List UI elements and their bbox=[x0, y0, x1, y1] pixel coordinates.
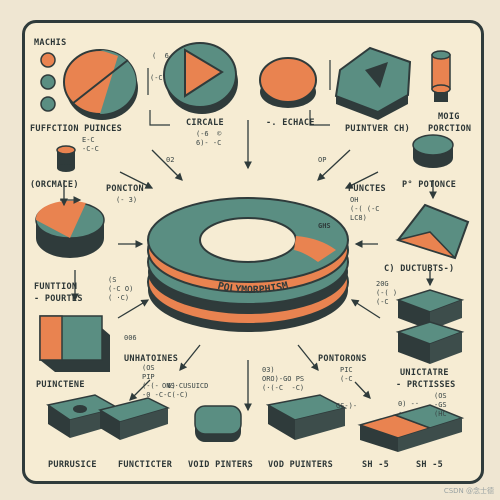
triangle-circle-shape bbox=[163, 42, 238, 114]
note-6: 20G (-( ) (-C bbox=[376, 280, 398, 306]
note-9: 03) ORO)-GO PS (·(-C -C) bbox=[262, 366, 305, 392]
cylinder-shape bbox=[431, 50, 451, 102]
prism-shape bbox=[395, 203, 470, 260]
dome-shape bbox=[259, 57, 317, 108]
flat-block-shape bbox=[265, 394, 348, 440]
note-1: (-6 © 6)- -C bbox=[196, 130, 222, 147]
ring-title-bottom: POLYMORPHISM bbox=[216, 280, 289, 296]
note-13: OH (-( (-C LC8) bbox=[350, 196, 380, 222]
label-orcmace: (ORCMACE) bbox=[30, 180, 79, 190]
label-sh-2: SH -5 bbox=[416, 460, 444, 470]
rounded-block-shape bbox=[194, 405, 242, 442]
brick-shape bbox=[98, 397, 171, 440]
label-unictatre: UNICTATRE bbox=[400, 368, 449, 378]
puck-shape bbox=[412, 134, 454, 168]
label-functicter: FUNCTICTER bbox=[118, 460, 173, 470]
label-pourtes: - POURTES bbox=[34, 294, 83, 304]
label-potonce: P° POTONCE bbox=[402, 180, 457, 190]
note-11: (OS -GS (HC bbox=[434, 392, 447, 418]
label-puntes: PUNCTES bbox=[348, 184, 386, 194]
note-2: 02 bbox=[166, 156, 175, 164]
label-ductubts: C) DUCTUBTS-) bbox=[384, 264, 455, 274]
left-disc-shape bbox=[35, 200, 105, 258]
label-echace: -. ECHACE bbox=[266, 118, 315, 128]
watermark: CSDN @念士德 bbox=[443, 487, 494, 495]
label-circale: CIRCALE bbox=[186, 118, 224, 128]
label-machis: MACHIS bbox=[34, 38, 67, 48]
label-function-pointers: FUFFCTION PUINCES bbox=[30, 124, 123, 134]
label-moig: MOIG bbox=[438, 112, 460, 122]
connector-arrows bbox=[60, 120, 437, 412]
hexagon-shape bbox=[334, 46, 412, 120]
label-puinctene: PUINCTENE bbox=[36, 380, 85, 390]
stack-shape bbox=[395, 289, 465, 364]
ring-title-top: POLYMORPHISM bbox=[207, 172, 291, 191]
note-3: OP bbox=[318, 156, 327, 164]
small-cylinder-shape bbox=[56, 145, 76, 172]
label-purrusice: PURRUSICE bbox=[48, 460, 97, 470]
label-function: FUNTTION bbox=[34, 282, 78, 292]
label-pontorons: PONTORONS bbox=[318, 354, 367, 364]
label-prctisses: - PRCTISSES bbox=[396, 380, 456, 390]
left-block-shape bbox=[39, 315, 110, 372]
label-ponction: PONCTON bbox=[106, 184, 144, 194]
label-void-pinters: VOID PINTERS bbox=[188, 460, 254, 470]
note-10: PIC (-C bbox=[340, 366, 353, 383]
note-14: E-C -C-C bbox=[82, 136, 99, 153]
step-block-shape bbox=[357, 404, 465, 452]
label-unhatoines: UNHATOINES bbox=[124, 354, 179, 364]
marks bbox=[147, 60, 331, 126]
note-5: (S (-C O) ( ·C) bbox=[108, 276, 134, 302]
split-circle-shape bbox=[63, 49, 138, 120]
note-8: (OS PIP (-(- 6) -0 -C-C(-C) bbox=[142, 364, 189, 399]
label-sh-1: SH -5 bbox=[362, 460, 390, 470]
note-16: (-C bbox=[150, 74, 163, 82]
note-7: 006 bbox=[124, 334, 137, 342]
note-17: ONS·CUSUICD bbox=[162, 382, 209, 390]
dots-icon bbox=[40, 52, 56, 112]
note-15: ( 6 bbox=[152, 52, 169, 60]
ring-tag: GHS bbox=[318, 222, 331, 230]
label-porction: PORCTION bbox=[428, 124, 472, 134]
label-pointer-ch: PUINTVER CH) bbox=[345, 124, 411, 134]
note-4: (- 3) bbox=[116, 196, 138, 204]
note-12: 0) -· · bbox=[398, 400, 420, 417]
polymorphism-ring bbox=[147, 197, 349, 332]
label-vod-puinters: VOD PUINTERS bbox=[268, 460, 334, 470]
note-18: GS-)- bbox=[336, 402, 358, 410]
